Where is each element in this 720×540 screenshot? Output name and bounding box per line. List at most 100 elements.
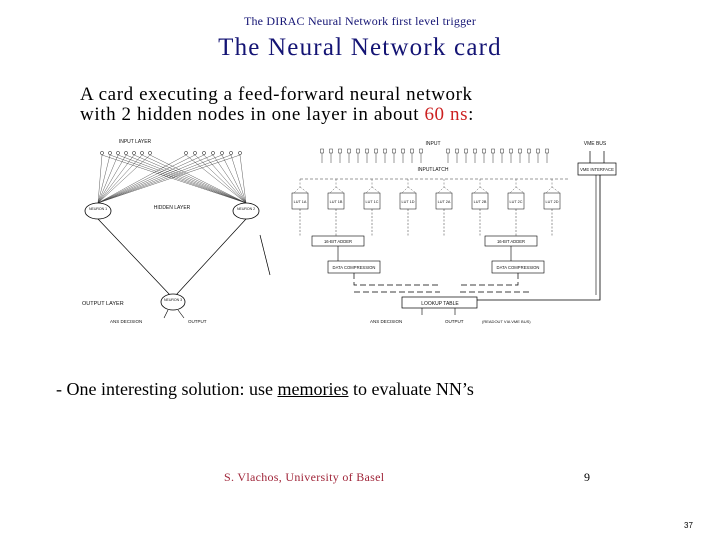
- label-data-compression-a: DATA COMPRESSION: [333, 265, 376, 270]
- connection-to-neuron-2: [221, 154, 247, 204]
- neuron-2: [232, 202, 260, 220]
- input-pin-right: [509, 148, 513, 154]
- connection-to-neuron-2: [101, 154, 247, 204]
- neuron-1: [84, 202, 112, 220]
- connection-to-neuron-1: [97, 154, 103, 204]
- vme-interface-box: [577, 162, 617, 176]
- slide-kicker: The DIRAC Neural Network first level tri…: [243, 14, 477, 28]
- connection-to-neuron-1: [97, 154, 151, 204]
- connection-to-neuron-1: [97, 154, 232, 204]
- lut-bus-line: [293, 179, 301, 194]
- connection-to-neuron-2: [194, 154, 247, 204]
- output-stub: [177, 309, 185, 319]
- input-node-left: [100, 151, 104, 155]
- input-pin-right: [374, 148, 378, 154]
- input-nodes-right: [320, 148, 549, 163]
- lut-block-label: LUT 1D: [401, 200, 414, 204]
- edge-n1-n3: [97, 218, 171, 296]
- slide-number: 37: [684, 521, 693, 530]
- vme-to-lookup-line: [477, 175, 601, 301]
- input-node-left: [202, 151, 206, 155]
- input-pin-right: [482, 148, 486, 154]
- input-node-left: [184, 151, 188, 155]
- connection-to-neuron-1: [97, 154, 143, 204]
- label-readout: (READOUT VIA VME BUS): [482, 319, 531, 324]
- lut-bus-line: [407, 186, 417, 194]
- input-node-left: [132, 151, 136, 155]
- input-pin-right: [446, 148, 450, 154]
- subtitle-line-2-prefix: with 2 hidden nodes in one layer in abou…: [80, 104, 425, 125]
- connection-to-neuron-2: [117, 154, 247, 204]
- input-pin-right: [473, 148, 477, 154]
- bullet-prefix: - One interesting solution: use: [56, 379, 278, 399]
- label-output-left: OUTPUT: [188, 319, 207, 324]
- subtitle-line-1: A card executing a feed-forward neural n…: [80, 84, 473, 105]
- input-pin-right: [365, 148, 369, 154]
- connection-to-neuron-2: [133, 154, 247, 204]
- connection-to-neuron-1: [97, 154, 119, 204]
- input-pin-right: [464, 148, 468, 154]
- connection-to-neuron-2: [149, 154, 247, 204]
- input-pin-right: [329, 148, 333, 154]
- input-pin-right: [491, 148, 495, 154]
- lut-block-label: LUT 1C: [365, 200, 378, 204]
- connection-to-neuron-2: [212, 154, 247, 204]
- input-node-left: [140, 151, 144, 155]
- lut-block-label: LUT 1A: [294, 200, 307, 204]
- lut-block-label: LUT 1B: [330, 200, 343, 204]
- lut-bus-line: [473, 179, 481, 194]
- label-adder-b: 16-BIT ADDER: [497, 239, 525, 244]
- input-node-left: [116, 151, 120, 155]
- input-pin-right: [455, 148, 459, 154]
- neuron-3: [160, 293, 186, 311]
- input-node-left: [193, 151, 197, 155]
- connection-to-neuron-1: [97, 154, 196, 204]
- label-input-layer: INPUT LAYER: [119, 139, 152, 145]
- adder-to-compression: [337, 246, 512, 261]
- label-output-right: OUTPUT: [445, 319, 464, 324]
- neuron-2-label: NEURON 2: [237, 207, 255, 211]
- edge-n2-n3: [175, 218, 247, 296]
- input-pin-right: [500, 148, 504, 154]
- input-pin-right: [410, 148, 414, 154]
- lut-bus-line: [401, 179, 409, 194]
- input-pin-right: [527, 148, 531, 154]
- input-pin-right: [383, 148, 387, 154]
- lut-bus-line: [515, 186, 525, 194]
- lut-bus-line: [479, 186, 489, 194]
- lut-bus-line: [437, 179, 445, 194]
- input-connections: [97, 154, 247, 204]
- compression-to-lut: [353, 273, 519, 286]
- neuron-3-label: NEURON 3: [164, 298, 182, 302]
- lut-bus-line: [299, 186, 309, 194]
- connection-to-neuron-1: [97, 154, 205, 204]
- input-pin-right: [392, 148, 396, 154]
- label-output-layer: OUTPUT LAYER: [82, 301, 124, 307]
- input-pin-right: [356, 148, 360, 154]
- lut-bus-line: [335, 186, 345, 194]
- connection-to-neuron-1: [97, 154, 214, 204]
- connection-to-neuron-1: [97, 154, 135, 204]
- footer-author: S. Vlachos, University of Basel: [224, 470, 385, 484]
- input-node-left: [238, 151, 242, 155]
- lut-bus-line: [365, 179, 373, 194]
- label-ans-decision-right: ANS DECISION: [370, 319, 402, 324]
- ans-stub: [163, 309, 169, 319]
- input-node-left: [211, 151, 215, 155]
- lut-bus-line: [443, 186, 453, 194]
- connection-to-neuron-1: [97, 154, 187, 204]
- bullet-text: - One interesting solution: use memories…: [56, 379, 474, 400]
- bullet-suffix: to evaluate NN’s: [348, 379, 474, 399]
- label-lookup-table: LOOKUP TABLE: [421, 301, 459, 307]
- connection-to-neuron-2: [230, 154, 247, 204]
- bullet-underlined-word: memories: [277, 379, 349, 399]
- connection-to-neuron-1: [97, 154, 111, 204]
- connection-to-neuron-1: [97, 154, 241, 204]
- connection-to-neuron-2: [125, 154, 247, 204]
- label-hidden-layer: HIDDEN LAYER: [154, 205, 191, 211]
- input-pin-right: [419, 148, 423, 154]
- connection-to-neuron-2: [203, 154, 247, 204]
- lut-bus-line: [551, 186, 561, 194]
- lut-bus-line: [329, 179, 337, 194]
